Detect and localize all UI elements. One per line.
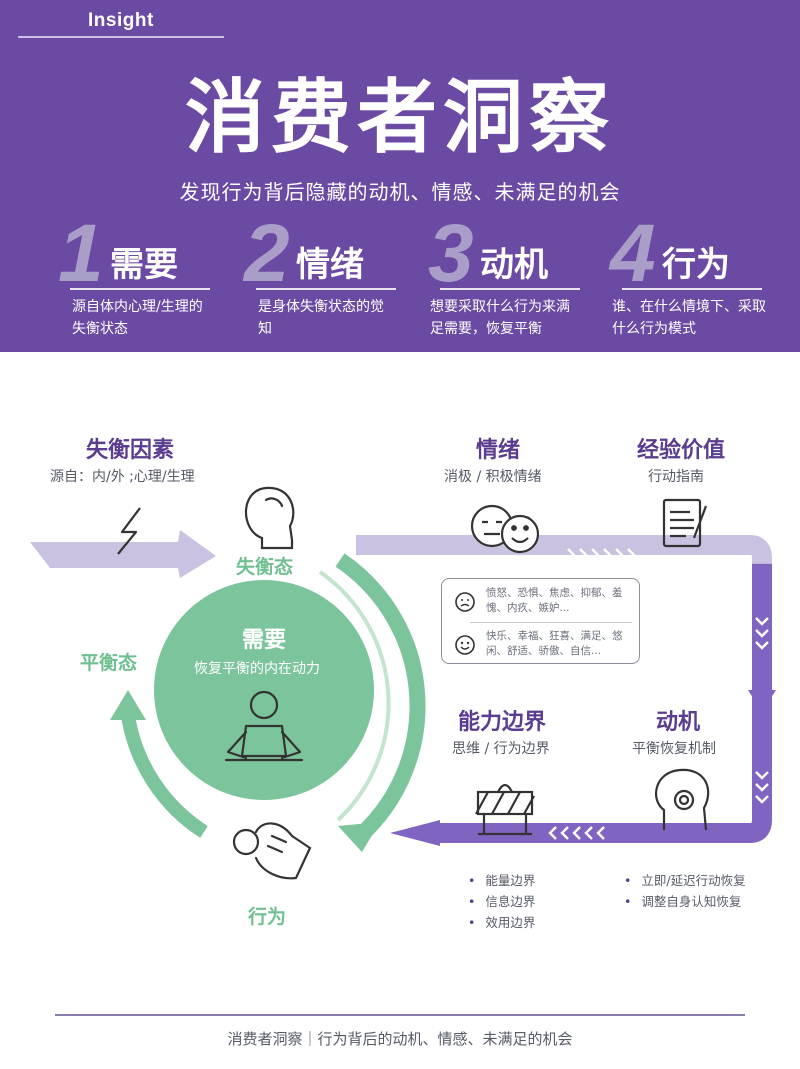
step-label: 需要 bbox=[110, 245, 178, 285]
green-cycle-arcs bbox=[110, 553, 426, 852]
step-number: 2 bbox=[244, 208, 290, 299]
step-number: 4 bbox=[610, 208, 656, 299]
incoming-arrow bbox=[30, 530, 216, 578]
step-1: 1 需要 源自体内心理/生理的失衡状态 bbox=[58, 212, 238, 348]
barrier-icon bbox=[475, 783, 535, 836]
list-item: 调整自身认知恢复 bbox=[624, 891, 746, 912]
step-label: 情绪 bbox=[296, 245, 364, 285]
happy-face-icon bbox=[455, 635, 475, 655]
imbalance-factor-subtitle: 源自：内/外 ;心理/生理 bbox=[50, 469, 195, 485]
imbalance-factor-title: 失衡因素 bbox=[86, 438, 175, 463]
page-title: 消费者洞察 bbox=[185, 71, 615, 164]
emotions-list-box: 愤怒、恐惧、焦虑、抑郁、羞愧、内疚、嫉妒... 快乐、幸福、狂喜、满足、悠闲、舒… bbox=[441, 578, 640, 664]
step-label: 行为 bbox=[662, 245, 730, 285]
emotions-divider bbox=[470, 622, 632, 623]
footer-text: 消费者洞察｜行为背后的动机、情感、未满足的机会 bbox=[227, 1030, 573, 1048]
step-underline bbox=[440, 288, 580, 290]
need-circle bbox=[154, 580, 374, 800]
step-label: 动机 bbox=[480, 245, 548, 285]
experience-title: 经验价值 bbox=[637, 438, 726, 463]
head-gear-icon bbox=[655, 768, 710, 831]
ability-subtitle: 思维 / 行为边界 bbox=[452, 741, 550, 757]
hand-icon bbox=[232, 822, 312, 880]
step-description: 谁、在什么情境下、采取什么行为模式 bbox=[612, 299, 766, 337]
emotion-faces-icon bbox=[470, 504, 540, 554]
ability-title: 能力边界 bbox=[458, 710, 547, 735]
lightning-icon bbox=[117, 507, 141, 555]
flow-chevrons bbox=[548, 548, 769, 840]
imbalance-state-label: 失衡态 bbox=[236, 556, 294, 578]
step-4: 4 行为 谁、在什么情境下、采取什么行为模式 bbox=[610, 212, 790, 348]
experience-subtitle: 行动指南 bbox=[648, 469, 704, 485]
step-2: 2 情绪 是身体失衡状态的觉知 bbox=[244, 212, 424, 348]
step-underline bbox=[70, 288, 210, 290]
motivation-subtitle: 平衡恢复机制 bbox=[632, 741, 716, 757]
step-description: 源自体内心理/生理的失衡状态 bbox=[72, 299, 203, 337]
step-number: 3 bbox=[428, 208, 474, 299]
behavior-label: 行为 bbox=[248, 906, 287, 928]
positive-emotions-text: 快乐、幸福、狂喜、满足、悠闲、舒适、骄傲、自信... bbox=[486, 630, 623, 657]
motivation-list: 立即/延迟行动恢复 调整自身认知恢复 bbox=[624, 870, 746, 912]
step-number: 1 bbox=[58, 208, 104, 299]
cycle-diagram bbox=[30, 486, 776, 880]
insight-underline bbox=[18, 36, 224, 38]
step-3: 3 动机 想要采取什么行为来满足需要，恢复平衡 bbox=[428, 212, 608, 348]
emotion-subtitle: 消极 / 积极情绪 bbox=[444, 469, 542, 485]
page-subtitle: 发现行为背后隐藏的动机、情感、未满足的机会 bbox=[179, 180, 621, 204]
header-banner: Insight 消费者洞察 发现行为背后隐藏的动机、情感、未满足的机会 1 需要… bbox=[0, 0, 800, 352]
negative-emotions-text: 愤怒、恐惧、焦虑、抑郁、羞愧、内疚、嫉妒... bbox=[486, 587, 623, 614]
sad-face-icon bbox=[455, 592, 475, 612]
step-underline bbox=[256, 288, 396, 290]
ability-list: 能量边界 信息边界 效用边界 bbox=[468, 870, 535, 933]
list-item: 立即/延迟行动恢复 bbox=[624, 870, 745, 891]
footer-divider bbox=[55, 1014, 745, 1016]
insight-tag: Insight bbox=[88, 10, 154, 31]
need-title: 需要 bbox=[242, 628, 287, 653]
balance-state-label: 平衡态 bbox=[80, 652, 138, 674]
meditation-icon bbox=[224, 690, 304, 762]
head-icon bbox=[244, 486, 295, 550]
step-underline bbox=[622, 288, 762, 290]
step-description: 是身体失衡状态的觉知 bbox=[258, 299, 384, 337]
list-item: 效用边界 bbox=[468, 912, 535, 933]
list-item: 信息边界 bbox=[468, 891, 535, 912]
step-description: 想要采取什么行为来满足需要，恢复平衡 bbox=[430, 299, 570, 337]
motivation-title: 动机 bbox=[656, 710, 701, 735]
purple-flow-band bbox=[356, 535, 776, 846]
need-subtitle: 恢复平衡的内在动力 bbox=[194, 661, 320, 677]
emotion-title: 情绪 bbox=[476, 438, 521, 463]
list-item: 能量边界 bbox=[468, 870, 535, 891]
document-icon bbox=[662, 498, 708, 548]
